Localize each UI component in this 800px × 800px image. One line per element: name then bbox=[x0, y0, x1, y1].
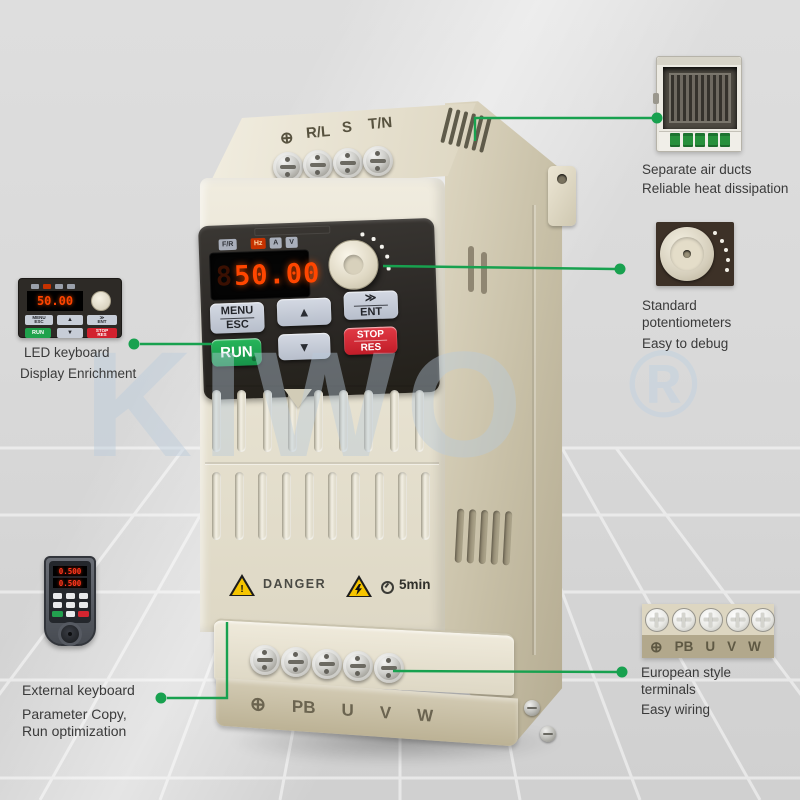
side-vent-slots bbox=[454, 508, 513, 566]
mounting-screw bbox=[524, 700, 540, 716]
led-display: 8 50.00 bbox=[210, 250, 321, 300]
knob-scale-dot bbox=[360, 232, 364, 237]
indicator-hz: Hz bbox=[250, 237, 266, 250]
input-terminal-screw bbox=[273, 152, 303, 182]
mini-up-button: ▲ bbox=[57, 315, 83, 325]
ext-button bbox=[66, 611, 75, 617]
bottom-terminal-label-ground: ⊕ bbox=[250, 693, 266, 716]
body-seam bbox=[205, 462, 439, 464]
top-terminal-label-ground: ⊕ bbox=[279, 129, 295, 148]
bottom-terminal-label-v: V bbox=[379, 702, 392, 723]
display-ghost-digit: 8 bbox=[215, 260, 234, 293]
input-terminal-screw bbox=[333, 148, 363, 178]
mini-ent-button: ≫ ENT bbox=[87, 315, 117, 325]
vent-band-lower bbox=[212, 472, 430, 540]
external-keyboard-caption-line3: Run optimization bbox=[22, 723, 127, 739]
body-seam bbox=[206, 385, 438, 387]
terminal-screw bbox=[751, 608, 775, 632]
green-terminal-blocks bbox=[670, 133, 730, 147]
mini-down-button: ▼ bbox=[57, 328, 83, 338]
ext-button bbox=[53, 593, 62, 599]
bottom-terminal-label-w: W bbox=[417, 705, 434, 726]
potentiometer-caption-line2: Easy to debug bbox=[642, 336, 729, 351]
mounting-screw bbox=[540, 726, 556, 742]
shift-ent-button: ≫ ENT bbox=[343, 290, 399, 321]
mini-led-display: 50.00 bbox=[27, 291, 83, 311]
ext-navigation-knob bbox=[58, 622, 82, 646]
air-duct-caption-line2: Reliable heat dissipation bbox=[642, 181, 789, 196]
knob-scale-dot bbox=[379, 244, 384, 249]
terminal-screw bbox=[699, 608, 723, 632]
panel-embossed-marking bbox=[254, 225, 331, 237]
ext-button bbox=[53, 602, 62, 608]
terminals-caption-line2: Easy wiring bbox=[641, 702, 711, 717]
input-terminal-screw bbox=[363, 146, 393, 176]
terminals-thumbnail: ⊕ PB U V W bbox=[642, 604, 775, 658]
mini-knob bbox=[91, 291, 111, 311]
lightning-icon bbox=[355, 584, 362, 595]
terminals-caption-line1: European style terminals bbox=[641, 665, 732, 697]
knob-scale-dot bbox=[385, 254, 389, 259]
heatsink-fins bbox=[669, 73, 731, 123]
discharge-wait-time: 5min bbox=[399, 577, 431, 592]
danger-label: DANGER bbox=[263, 577, 327, 591]
mini-menu-button: MENU ESC bbox=[25, 315, 53, 325]
indicator-a: A bbox=[269, 237, 282, 249]
ext-button bbox=[66, 602, 75, 608]
ext-run-button bbox=[52, 611, 63, 617]
potentiometer-knob bbox=[327, 238, 380, 291]
ext-button bbox=[79, 602, 88, 608]
top-terminal-label-t: T/N bbox=[367, 113, 393, 134]
mini-run-button: RUN bbox=[25, 328, 51, 338]
potentiometer-caption-line1: Standard potentiometers bbox=[642, 298, 732, 330]
external-keyboard-thumbnail: 0.500 0.500 bbox=[44, 556, 96, 646]
registered-mark-watermark: ® bbox=[628, 331, 699, 438]
output-terminal-screw bbox=[281, 647, 311, 677]
side-slot bbox=[481, 252, 487, 294]
terminal-screw bbox=[726, 608, 750, 632]
led-keyboard-caption-line1: LED keyboard bbox=[24, 345, 110, 360]
output-terminal-screw bbox=[343, 651, 373, 681]
knob-scale-dot bbox=[371, 237, 376, 241]
ext-button bbox=[66, 593, 75, 599]
terminal-label-strip: ⊕ PB U V W bbox=[642, 635, 774, 658]
top-terminal-label-s: S bbox=[341, 118, 353, 137]
brand-watermark: KIWO bbox=[84, 320, 533, 488]
ext-stop-button bbox=[78, 611, 89, 617]
top-terminal-label-r: R/L bbox=[305, 122, 331, 143]
output-terminal-screw bbox=[374, 653, 404, 683]
external-keyboard-caption-line2: Parameter Copy, bbox=[22, 706, 127, 722]
output-terminal-screw bbox=[312, 649, 342, 679]
knob-scale-dot bbox=[386, 266, 391, 271]
external-keyboard-caption-line1: External keyboard bbox=[22, 682, 135, 698]
air-duct-thumbnail bbox=[653, 56, 742, 152]
indicator-v: V bbox=[285, 236, 298, 249]
led-keyboard-thumbnail: 50.00 MENU ESC ▲ ≫ ENT RUN ▼ STOP RES bbox=[18, 278, 122, 338]
output-terminal-screw bbox=[250, 645, 280, 675]
terminal-screw bbox=[645, 608, 669, 632]
shift-icon: ≫ bbox=[364, 291, 377, 305]
mini-stop-button: STOP RES bbox=[87, 328, 117, 338]
display-value: 50.00 bbox=[233, 257, 321, 292]
mounting-flange bbox=[548, 166, 576, 226]
input-terminal-screw bbox=[303, 150, 333, 180]
led-keyboard-caption-line2: Display Enrichment bbox=[20, 366, 137, 381]
bottom-terminal-label-pb: PB bbox=[291, 696, 316, 718]
bottom-terminal-label-u: U bbox=[341, 700, 354, 721]
cover-release-notch bbox=[284, 389, 312, 408]
side-slot bbox=[468, 246, 474, 292]
ext-display-bottom: 0.500 bbox=[53, 578, 87, 588]
potentiometer-knob-closeup bbox=[660, 227, 714, 281]
indicator-fr: F/R bbox=[218, 238, 237, 251]
ext-button bbox=[79, 593, 88, 599]
side-groove bbox=[532, 205, 534, 655]
clock-icon bbox=[381, 581, 394, 594]
potentiometer-thumbnail bbox=[656, 222, 734, 286]
ext-display-top: 0.500 bbox=[53, 566, 87, 576]
air-duct-caption-line1: Separate air ducts bbox=[642, 162, 752, 177]
terminal-screw bbox=[672, 608, 696, 632]
vent-band-upper bbox=[212, 390, 424, 452]
